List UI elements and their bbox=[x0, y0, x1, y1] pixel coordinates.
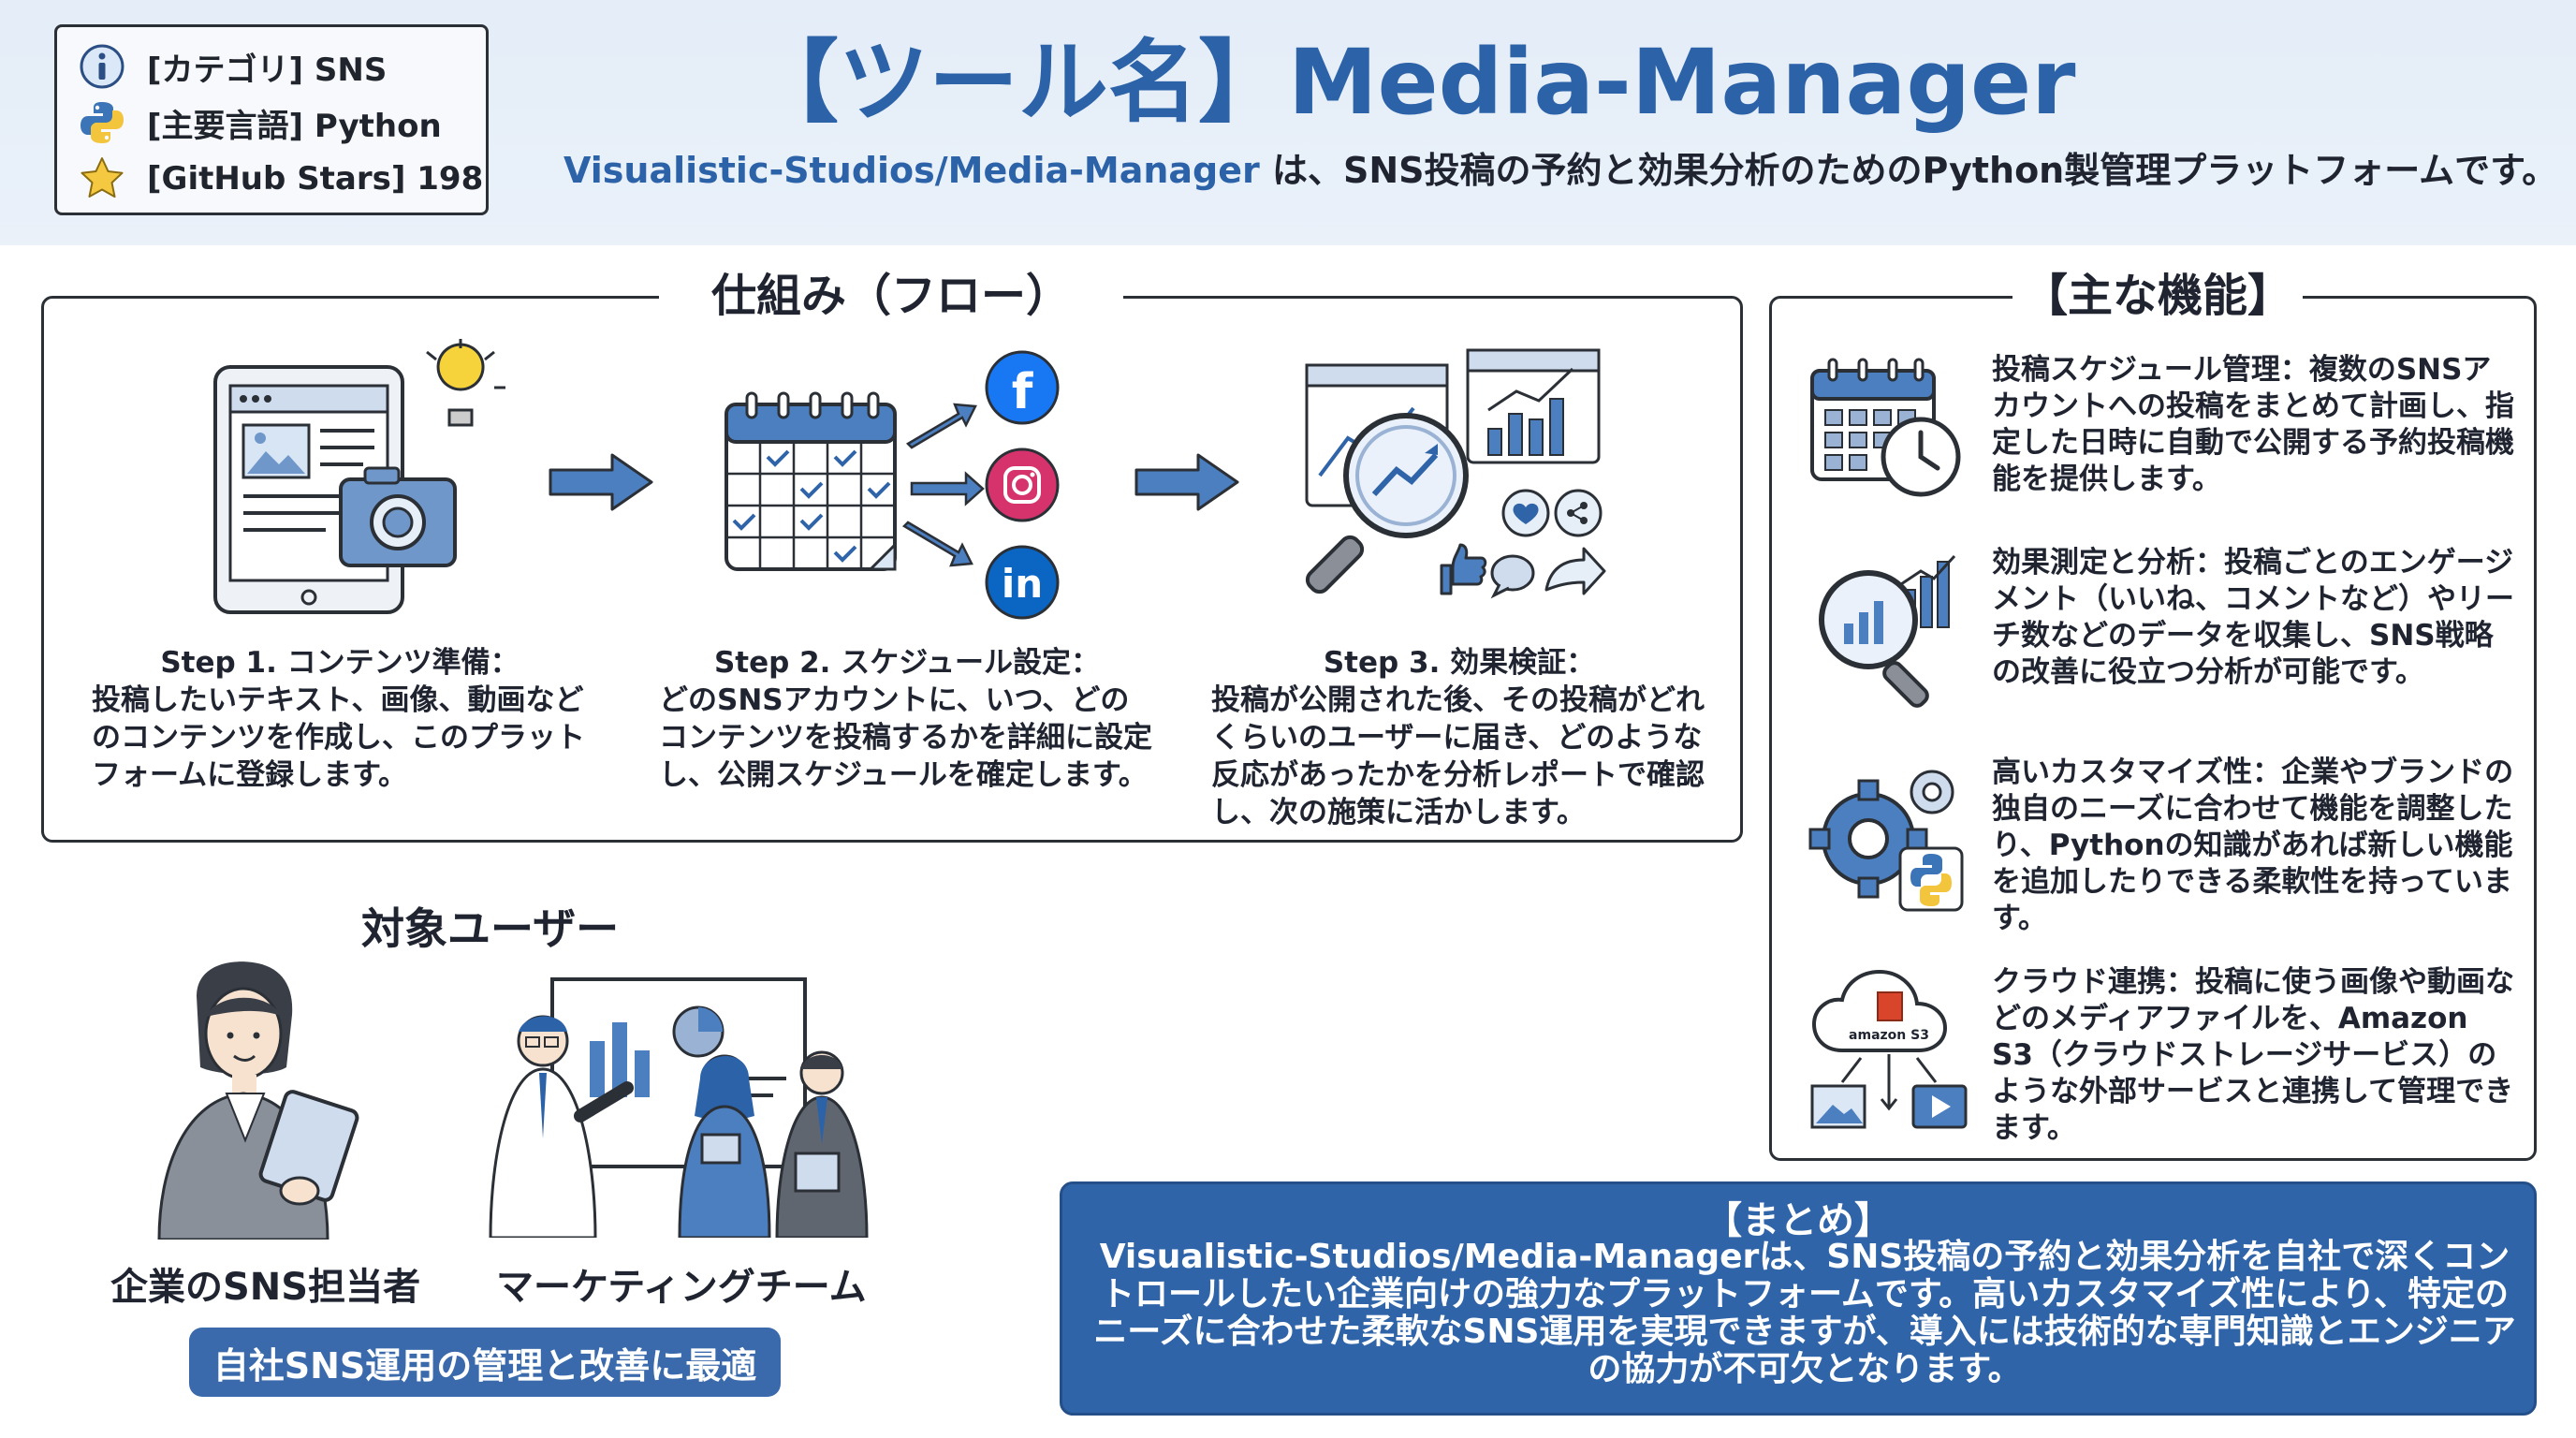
calendar-sns-illustration: f in bbox=[724, 350, 1060, 620]
facebook-icon bbox=[985, 350, 1060, 425]
user-label-sns-manager: 企業のSNS担当者 bbox=[110, 1266, 421, 1309]
info-row-stars: [GitHub Stars] 198 bbox=[78, 154, 483, 203]
feature-customize-text: 高いカスタマイズ性：企業やブランドの独自のニーズに合わせて機能を調整したり、Py… bbox=[1992, 756, 2514, 935]
instagram-icon bbox=[985, 448, 1060, 522]
summary-title: 【まとめ】 bbox=[1705, 1199, 1892, 1242]
feature-cloud-text: クラウド連携：投稿に使う画像や動画などのメディアファイルを、Amazon S3（… bbox=[1992, 965, 2514, 1145]
step-1-body: 投稿したいテキスト、画像、動画などのコンテンツを作成し、このプラットフォームに登… bbox=[92, 683, 585, 792]
repo-info-box: [カテゴリ] SNS [主要言語] Python [GitHub Stars] … bbox=[54, 24, 489, 215]
feature-schedule-text: 投稿スケジュール管理：複数のSNSアカウントへの投稿をまとめて計画し、指定した日… bbox=[1992, 353, 2514, 496]
linkedin-icon bbox=[985, 545, 1060, 620]
step-3-body: 投稿が公開された後、その投稿がどれくらいのユーザーに届き、どのような反応があった… bbox=[1211, 683, 1705, 829]
subtitle-description: は、SNS投稿の予約と効果分析のためのPython製管理プラットフォームです。 bbox=[1259, 150, 2558, 191]
info-row-category: [カテゴリ] SNS bbox=[78, 42, 387, 91]
page-subtitle: Visualistic-Studios/Media-Manager は、SNS投… bbox=[564, 142, 2557, 198]
step-3-heading: Step 3. 効果検証： bbox=[1323, 646, 1596, 680]
step-3-text: Step 3. 効果検証： 投稿が公開された後、その投稿がどれくらいのユーザーに… bbox=[1211, 644, 1707, 831]
flow-panel-title: 仕組み（フロー） bbox=[659, 266, 1123, 326]
analytics-magnifier-icon bbox=[1819, 554, 1956, 708]
svg-text:f: f bbox=[1012, 364, 1034, 420]
info-stars-text: [GitHub Stars] 198 bbox=[147, 160, 484, 198]
analytics-illustration bbox=[1305, 348, 1606, 599]
info-language-text: [主要言語] Python bbox=[147, 107, 442, 145]
step-2-heading: Step 2. スケジュール設定： bbox=[713, 646, 1101, 680]
features-panel-title: 【主な機能】 bbox=[2012, 266, 2303, 326]
step-2-body: どのSNSアカウントに、いつ、どのコンテンツを投稿するかを詳細に設定し、公開スケ… bbox=[659, 683, 1152, 792]
summary-body: Visualistic-Studios/Media-Managerは、SNS投稿… bbox=[1093, 1238, 2516, 1388]
info-row-language: [主要言語] Python bbox=[78, 98, 442, 147]
step-1-text: Step 1. コンテンツ準備： 投稿したいテキスト、画像、動画などのコンテンツ… bbox=[92, 644, 588, 794]
star-icon bbox=[78, 154, 126, 203]
subtitle-repo-name: Visualistic-Studios/Media-Manager bbox=[564, 150, 1260, 191]
info-icon bbox=[78, 42, 126, 91]
user-label-marketing-team: マーケティングチーム bbox=[496, 1266, 867, 1309]
tablet-content-illustration bbox=[213, 339, 505, 614]
sns-manager-illustration bbox=[157, 961, 359, 1240]
feature-analytics-text: 効果測定と分析：投稿ごとのエンゲージメント（いいね、コメントなど）やリーチ数など… bbox=[1992, 546, 2514, 689]
python-icon bbox=[78, 98, 126, 147]
users-title: 対象ユーザー bbox=[361, 903, 620, 954]
cloud-s3-icon: amazon S3 bbox=[1810, 969, 1968, 1129]
gear-python-icon bbox=[1808, 770, 1964, 912]
users-badge: 自社SNS運用の管理と改善に最適 bbox=[189, 1328, 781, 1397]
svg-text:in: in bbox=[1002, 561, 1043, 607]
marketing-team-illustration bbox=[489, 977, 869, 1238]
flow-arrow-2-icon bbox=[1134, 453, 1239, 511]
summary-box: 【まとめ】 Visualistic-Studios/Media-Managerは… bbox=[1060, 1181, 2537, 1416]
calendar-clock-icon bbox=[1810, 358, 1961, 497]
flow-arrow-1-icon bbox=[549, 453, 653, 511]
info-category-text: [カテゴリ] SNS bbox=[147, 51, 388, 89]
step-1-heading: Step 1. コンテンツ準備： bbox=[160, 646, 520, 680]
page-title: 【ツール名】Media-Manager bbox=[749, 30, 2076, 135]
s3-label: amazon S3 bbox=[1849, 1028, 1929, 1043]
step-2-text: Step 2. スケジュール設定： どのSNSアカウントに、いつ、どのコンテンツ… bbox=[659, 644, 1155, 794]
